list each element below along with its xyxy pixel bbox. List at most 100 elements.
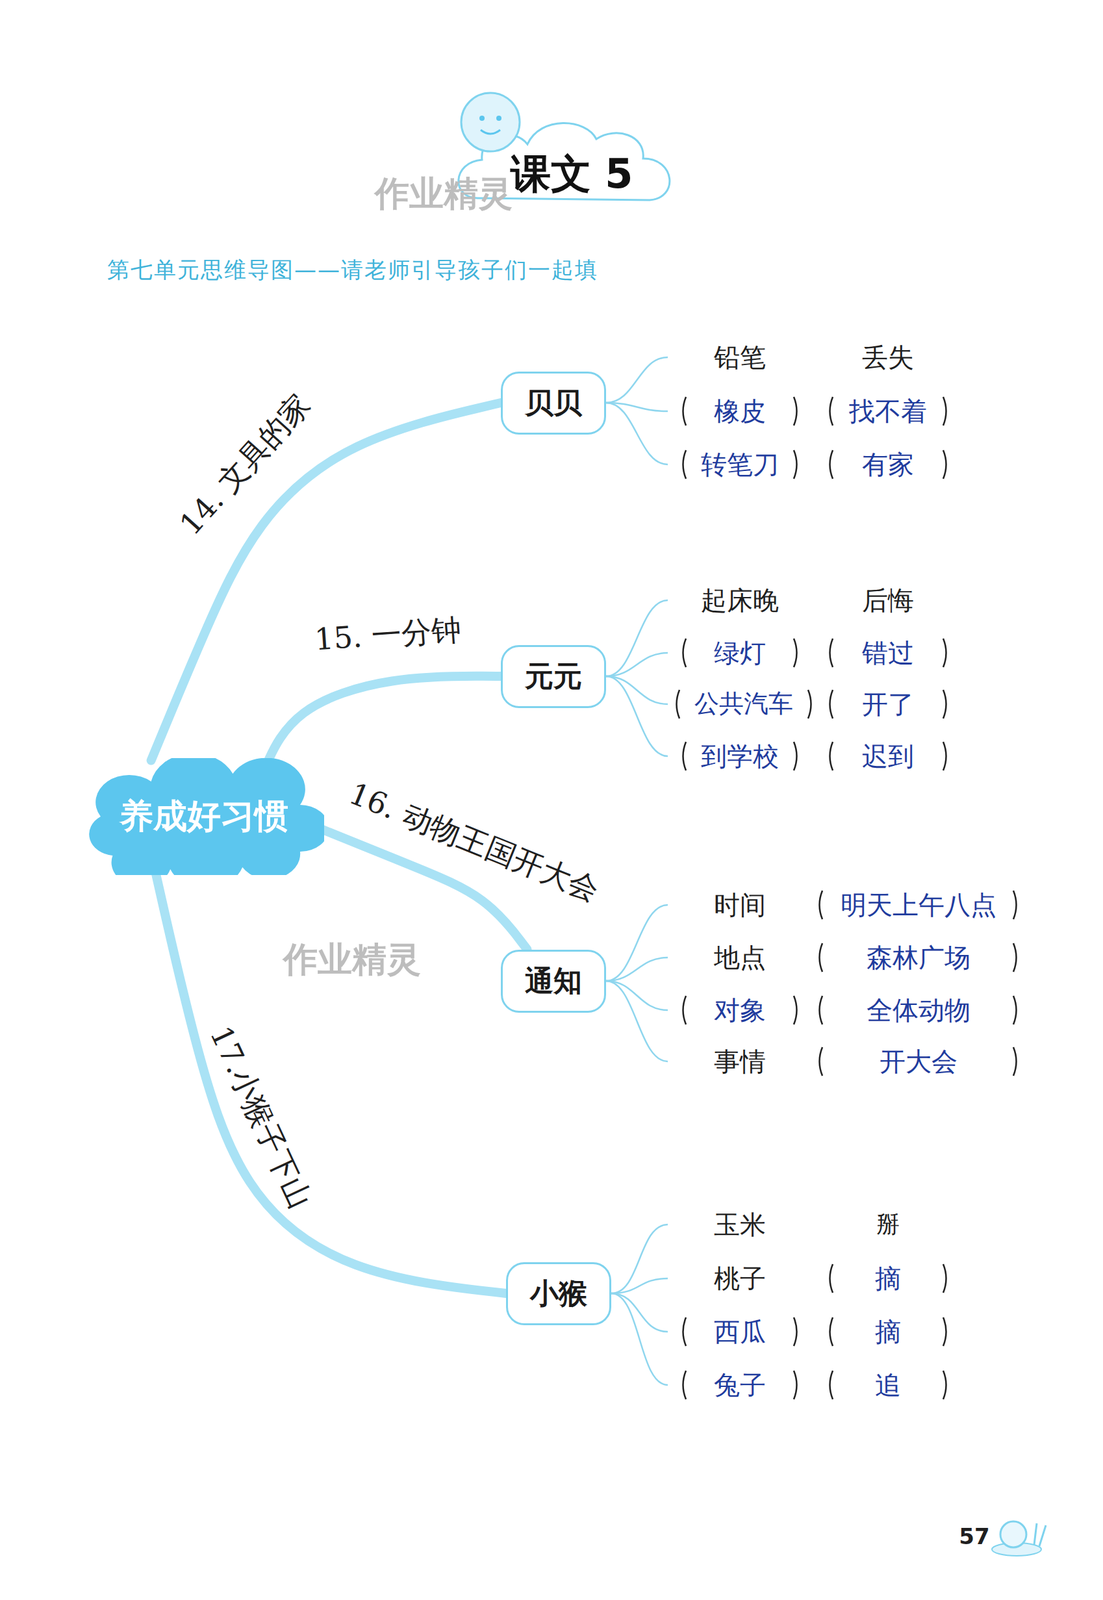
leader-line: [606, 676, 668, 705]
bracket: [683, 396, 687, 426]
sun-eye: [479, 115, 485, 121]
bracket: [830, 689, 834, 719]
bracket: [1013, 890, 1017, 920]
item-text: 地点: [713, 942, 766, 973]
bracket: [819, 1047, 824, 1076]
leader-line: [606, 402, 668, 412]
item-text: 时间: [713, 889, 766, 920]
bracket: [943, 689, 947, 719]
leader-line: [606, 357, 668, 403]
snail-shell: [1000, 1521, 1027, 1548]
bracket: [943, 1370, 947, 1400]
answer-text: 有家: [862, 449, 914, 480]
bracket: [683, 995, 687, 1025]
item-text: 后悔: [862, 585, 914, 616]
bracket: [683, 741, 687, 771]
item-text: 事情: [713, 1046, 766, 1077]
bracket: [683, 638, 687, 668]
leader-line: [606, 652, 668, 677]
leader-line: [606, 904, 668, 981]
branch-line: [151, 402, 501, 761]
bracket: [819, 890, 824, 920]
answer-text: 找不着: [849, 396, 927, 427]
answer-text: 追: [874, 1369, 901, 1400]
bracket: [830, 396, 834, 426]
node-text: 小猴: [530, 1276, 588, 1310]
node-text: 贝贝: [524, 385, 583, 419]
item-text: 桃子: [713, 1263, 766, 1294]
bracket: [943, 1317, 947, 1346]
leader-line: [606, 957, 668, 981]
answer-text: 森林广场: [866, 942, 971, 973]
answer-text: 对象: [713, 995, 766, 1026]
bracket: [793, 638, 798, 668]
leader-line: [611, 1224, 668, 1294]
leader-line: [606, 980, 668, 1011]
item-text: 铅笔: [713, 342, 766, 373]
item-text: 丢失: [862, 342, 914, 373]
bracket: [793, 1370, 798, 1400]
page-number: 57: [958, 1523, 990, 1550]
bracket: [1013, 943, 1017, 972]
watermark: 作业精灵: [374, 174, 513, 214]
answer-text: 公共汽车: [694, 689, 794, 719]
answer-text: 迟到: [862, 741, 914, 772]
bracket: [943, 741, 947, 771]
bracket: [943, 450, 947, 479]
item-text: 起床晚: [700, 585, 779, 616]
bracket: [830, 1317, 834, 1346]
answer-text: 西瓜: [713, 1316, 766, 1347]
bracket: [830, 1264, 834, 1293]
bracket: [943, 1264, 947, 1293]
answer-text: 橡皮: [713, 396, 766, 427]
sun-eye: [496, 115, 502, 121]
bracket: [793, 741, 798, 771]
node-text: 元元: [524, 659, 583, 693]
bracket: [943, 638, 947, 668]
snail-antenna: [1034, 1523, 1046, 1547]
answer-text: 开大会: [879, 1046, 958, 1077]
topic-box: 通知: [500, 949, 607, 1013]
bracket: [683, 1370, 687, 1400]
branch-line: [155, 873, 507, 1294]
leader-line: [606, 980, 668, 1062]
leader-line: [606, 600, 668, 677]
topic-box: 小猴: [506, 1262, 612, 1326]
answer-text: 全体动物: [866, 995, 971, 1026]
bracket: [808, 689, 812, 719]
answer-text: 转笔刀: [700, 449, 779, 480]
subtitle: 第七单元思维导图——请老师引导孩子们一起填: [107, 257, 599, 283]
watermark: 作业精灵: [283, 939, 421, 980]
title-text: 课文 5: [510, 150, 634, 197]
answer-text: 到学校: [700, 741, 779, 772]
answer-text: 摘: [874, 1316, 901, 1347]
sun-icon: [461, 92, 520, 152]
bracket: [830, 1370, 834, 1400]
bracket: [683, 1317, 687, 1346]
bracket: [1013, 995, 1017, 1025]
bracket: [793, 1317, 798, 1346]
leader-line: [606, 402, 668, 465]
item-text: 玉米: [713, 1209, 766, 1240]
bracket: [683, 450, 687, 479]
node-text: 养成好习惯: [119, 793, 289, 840]
answer-text: 明天上午八点: [840, 889, 997, 920]
answer-text: 开了: [862, 689, 914, 720]
leader-line: [611, 1278, 668, 1294]
branch-line: [264, 676, 502, 770]
bracket: [830, 741, 834, 771]
leader-line: [611, 1293, 668, 1332]
bracket: [793, 396, 798, 426]
bracket: [819, 995, 824, 1025]
bracket: [793, 450, 798, 479]
branch-label: 16. 动物王国开大会: [344, 776, 605, 909]
answer-text: 绿灯: [713, 637, 766, 668]
bracket: [1013, 1047, 1017, 1076]
bracket: [830, 638, 834, 668]
item-text: 掰: [876, 1210, 900, 1238]
leader-line: [611, 1293, 668, 1385]
branch-label: 15. 一分钟: [313, 612, 463, 658]
answer-text: 错过: [862, 637, 914, 668]
answer-text: 兔子: [713, 1369, 766, 1400]
answer-text: 摘: [874, 1263, 901, 1294]
